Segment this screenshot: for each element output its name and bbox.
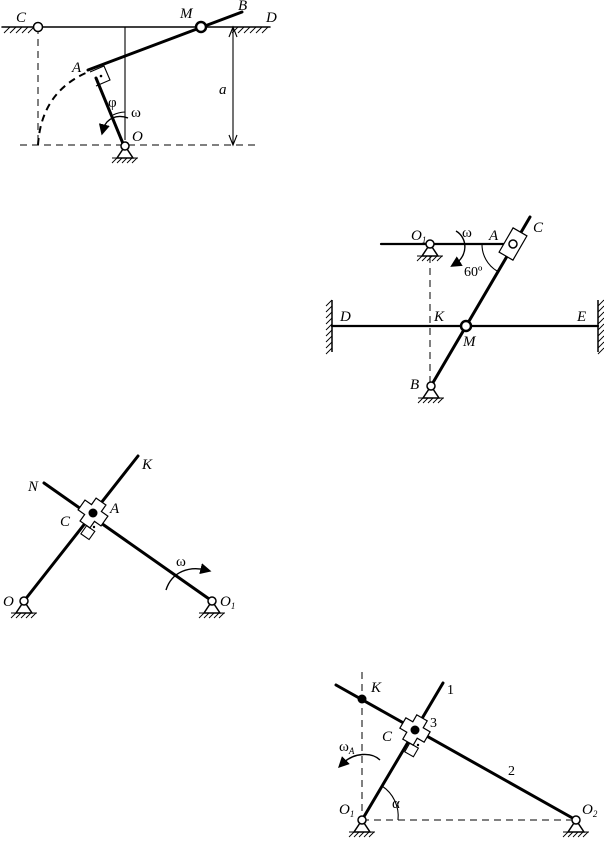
- point-c-4: [410, 725, 420, 735]
- label-c-4: C: [382, 729, 393, 745]
- right-angle-marker-4: [403, 742, 420, 758]
- label-o1-3: O1: [220, 594, 235, 611]
- support-o1: [416, 239, 443, 262]
- support-o: [111, 141, 138, 164]
- omega-arrow-2: [450, 230, 466, 267]
- pin-a: [508, 239, 518, 249]
- dimension-a-arrow-bottom: [228, 134, 238, 147]
- rod-ok: [22, 454, 140, 603]
- label-n: N: [27, 479, 39, 495]
- label-b: B: [238, 0, 247, 14]
- label-o1-4: O1: [339, 802, 354, 819]
- label-omega-a: ωA: [339, 739, 355, 756]
- label-3: 3: [430, 716, 437, 731]
- label-omega: ω: [131, 105, 141, 121]
- omega-arrow: [98, 115, 129, 136]
- label-o1: O1: [411, 228, 426, 245]
- label-e-2: E: [576, 309, 586, 325]
- phi-arc: [112, 111, 126, 116]
- label-m: M: [179, 6, 194, 22]
- label-k-2: K: [433, 309, 445, 325]
- right-angle-marker: [89, 65, 111, 87]
- label-k-3: K: [141, 457, 153, 473]
- rod-ab: [86, 10, 244, 72]
- label-c: C: [16, 10, 27, 26]
- label-o-3: O: [3, 594, 14, 610]
- label-a-2: A: [488, 228, 499, 244]
- right-angle-dot-3: [92, 525, 96, 529]
- slider-m-2: [459, 319, 473, 333]
- omega-a-arrow: [338, 753, 381, 768]
- wall-e: [597, 299, 604, 355]
- point-a: [88, 508, 98, 518]
- label-omega-2: ω: [462, 225, 472, 241]
- right-angle-dot-4: [416, 743, 420, 747]
- slider-m: [194, 20, 208, 34]
- label-angle-60: 60º: [464, 265, 483, 280]
- dimension-a-arrow-top: [228, 25, 238, 38]
- rod-2: [334, 683, 578, 822]
- label-d-2: D: [339, 309, 351, 325]
- figure-2: O1 ω A C 60º D K M E B: [325, 215, 604, 404]
- rod-1: [360, 681, 445, 822]
- label-2: 2: [508, 764, 515, 779]
- label-d: D: [265, 10, 277, 26]
- pin-c: [32, 21, 44, 33]
- label-k-4: K: [370, 680, 382, 696]
- label-o: O: [132, 129, 143, 145]
- label-a-3: A: [109, 501, 120, 517]
- angle-60-arc: [481, 243, 498, 272]
- figure-3: N K A C ω O O1: [3, 454, 235, 619]
- figure-4: K 1 3 C ωA 2 O1 α O2: [334, 672, 598, 838]
- label-1: 1: [447, 683, 454, 698]
- rod-no1: [42, 481, 214, 603]
- figure-1: C M B D A φ ω O a: [1, 0, 277, 164]
- support-o1-3: [198, 596, 225, 619]
- support-o2-4: [562, 815, 589, 838]
- support-b: [417, 381, 444, 404]
- label-a-point: A: [71, 60, 82, 76]
- support-o-3: [10, 596, 37, 619]
- right-angle-dot: [99, 74, 103, 78]
- omega-arrow-3: [165, 563, 212, 591]
- alpha-arc: [381, 785, 399, 821]
- right-angle-marker-3: [80, 524, 96, 541]
- label-omega-3: ω: [176, 554, 186, 570]
- label-c-2: C: [533, 220, 544, 236]
- crank-oa: [94, 76, 126, 148]
- wall-d: [325, 299, 333, 355]
- support-o1-4: [348, 815, 375, 838]
- ground-hatch-right: [231, 26, 269, 34]
- label-alpha: α: [392, 796, 400, 812]
- label-a-dimension: a: [219, 82, 227, 98]
- label-m-2: M: [462, 334, 477, 350]
- label-o2-4: O2: [582, 802, 598, 819]
- label-c-3: C: [60, 514, 71, 530]
- ground-hatch-left: [3, 26, 35, 34]
- label-b-2: B: [410, 377, 419, 393]
- trajectory-arc: [37, 71, 89, 146]
- point-k-4: [357, 694, 367, 704]
- label-phi: φ: [108, 95, 117, 111]
